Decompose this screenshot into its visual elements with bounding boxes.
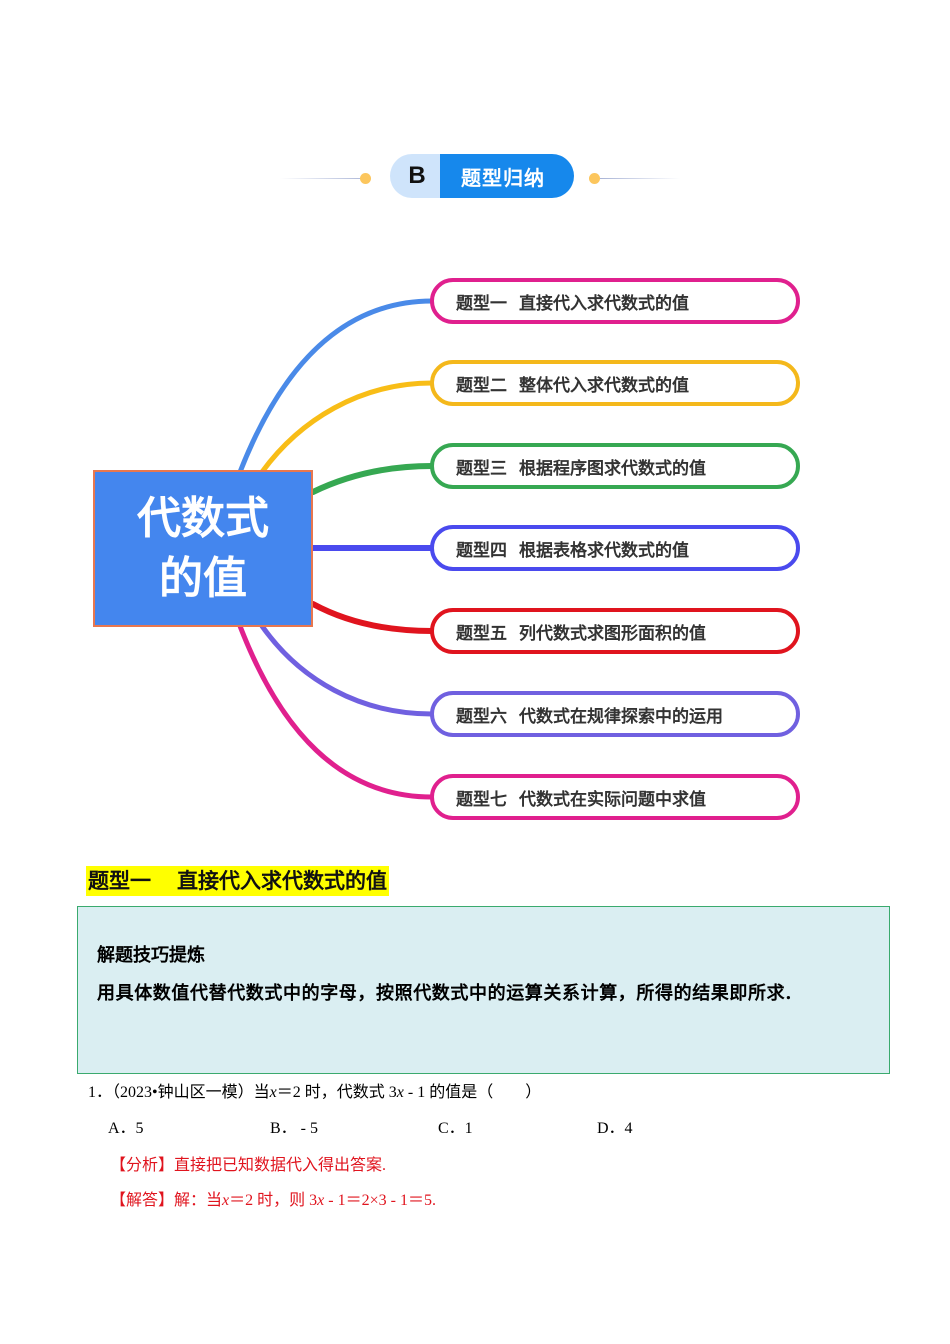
topic-node-5[interactable]: 题型五 列代数式求图形面积的值	[430, 608, 800, 654]
section-number: 题型一	[88, 869, 151, 893]
analysis-tag: 【分析】	[110, 1157, 175, 1174]
option-c[interactable]: C．1	[438, 1120, 473, 1137]
option-b[interactable]: B． - 5	[270, 1120, 319, 1137]
topic-number: 题型三	[456, 458, 507, 479]
topic-number: 题型七	[456, 789, 507, 810]
badge-letter: B	[390, 154, 440, 198]
stem-text: 当	[253, 1084, 270, 1101]
topic-number: 题型五	[456, 623, 507, 644]
badge-title: 题型归纳	[440, 154, 574, 198]
answer-text: 解：当	[174, 1192, 223, 1209]
topic-node-1[interactable]: 题型一 直接代入求代数式的值	[430, 278, 800, 324]
topic-node-3[interactable]: 题型三 根据程序图求代数式的值	[430, 443, 800, 489]
tip-title: 解题技巧提炼	[97, 945, 205, 966]
topic-number: 题型四	[456, 540, 507, 561]
topic-label: 整体代入求代数式的值	[519, 375, 689, 396]
analysis-line: 【分析】直接把已知数据代入得出答案.	[110, 1151, 386, 1175]
divider-right	[600, 178, 680, 179]
topic-node-2[interactable]: 题型二 整体代入求代数式的值	[430, 360, 800, 406]
option-a[interactable]: A．5	[108, 1120, 144, 1137]
topic-label: 代数式在规律探索中的运用	[519, 706, 723, 727]
topic-label: 代数式在实际问题中求值	[519, 789, 706, 810]
answer-line: 【解答】解：当x＝2 时，则 3x - 1＝2×3 - 1＝5.	[110, 1186, 436, 1210]
answer-text: - 1＝2×3 - 1＝5.	[324, 1192, 436, 1209]
topic-label: 根据表格求代数式的值	[519, 540, 689, 561]
section-badge: B 题型归纳	[270, 150, 690, 206]
section-heading: 题型一 直接代入求代数式的值	[86, 866, 389, 896]
stem-text: ＝2 时，代数式 3	[276, 1084, 397, 1101]
badge-pill: B 题型归纳	[390, 154, 574, 198]
dot-icon	[589, 173, 600, 184]
section-title: 直接代入求代数式的值	[177, 869, 387, 893]
variable: x	[317, 1192, 325, 1209]
mind-map-branches	[237, 298, 435, 800]
question-stem: 1．（2023•钟山区一模）当x＝2 时，代数式 3x - 1 的值是（ ）	[88, 1078, 541, 1102]
divider-left	[280, 178, 370, 179]
topic-number: 题型一	[456, 293, 507, 314]
topic-number: 题型六	[456, 706, 507, 727]
center-node-line1: 代数式	[137, 492, 269, 544]
center-node: 代数式 的值	[93, 470, 313, 627]
variable: x	[269, 1084, 277, 1101]
answer-tag: 【解答】	[110, 1192, 175, 1209]
topic-node-7[interactable]: 题型七 代数式在实际问题中求值	[430, 774, 800, 820]
variable: x	[222, 1192, 230, 1209]
topic-label: 直接代入求代数式的值	[519, 293, 689, 314]
dot-icon	[360, 173, 371, 184]
topic-number: 题型二	[456, 375, 507, 396]
answer-text: ＝2 时，则 3	[229, 1192, 318, 1209]
option-d[interactable]: D．4	[597, 1120, 633, 1137]
center-node-line2: 的值	[159, 552, 247, 604]
topic-node-4[interactable]: 题型四 根据表格求代数式的值	[430, 525, 800, 571]
topic-label: 列代数式求图形面积的值	[519, 623, 706, 644]
analysis-text: 直接把已知数据代入得出答案.	[174, 1157, 387, 1174]
stem-text: - 1 的值是（ ）	[403, 1084, 542, 1101]
topic-node-6[interactable]: 题型六 代数式在规律探索中的运用	[430, 691, 800, 737]
mind-map: 代数式 的值 题型一 直接代入求代数式的值 题型二 整体代入求代数式的值 题型三…	[0, 260, 950, 840]
tip-box: 解题技巧提炼 用具体数值代替代数式中的字母，按照代数式中的运算关系计算，所得的结…	[77, 906, 890, 1074]
tip-body: 用具体数值代替代数式中的字母，按照代数式中的运算关系计算，所得的结果即所求.	[97, 983, 793, 1004]
question-source: （2023•钟山区一模）	[112, 1084, 254, 1101]
question-number: 1．	[88, 1084, 113, 1101]
topic-label: 根据程序图求代数式的值	[519, 458, 706, 479]
variable: x	[396, 1084, 404, 1101]
